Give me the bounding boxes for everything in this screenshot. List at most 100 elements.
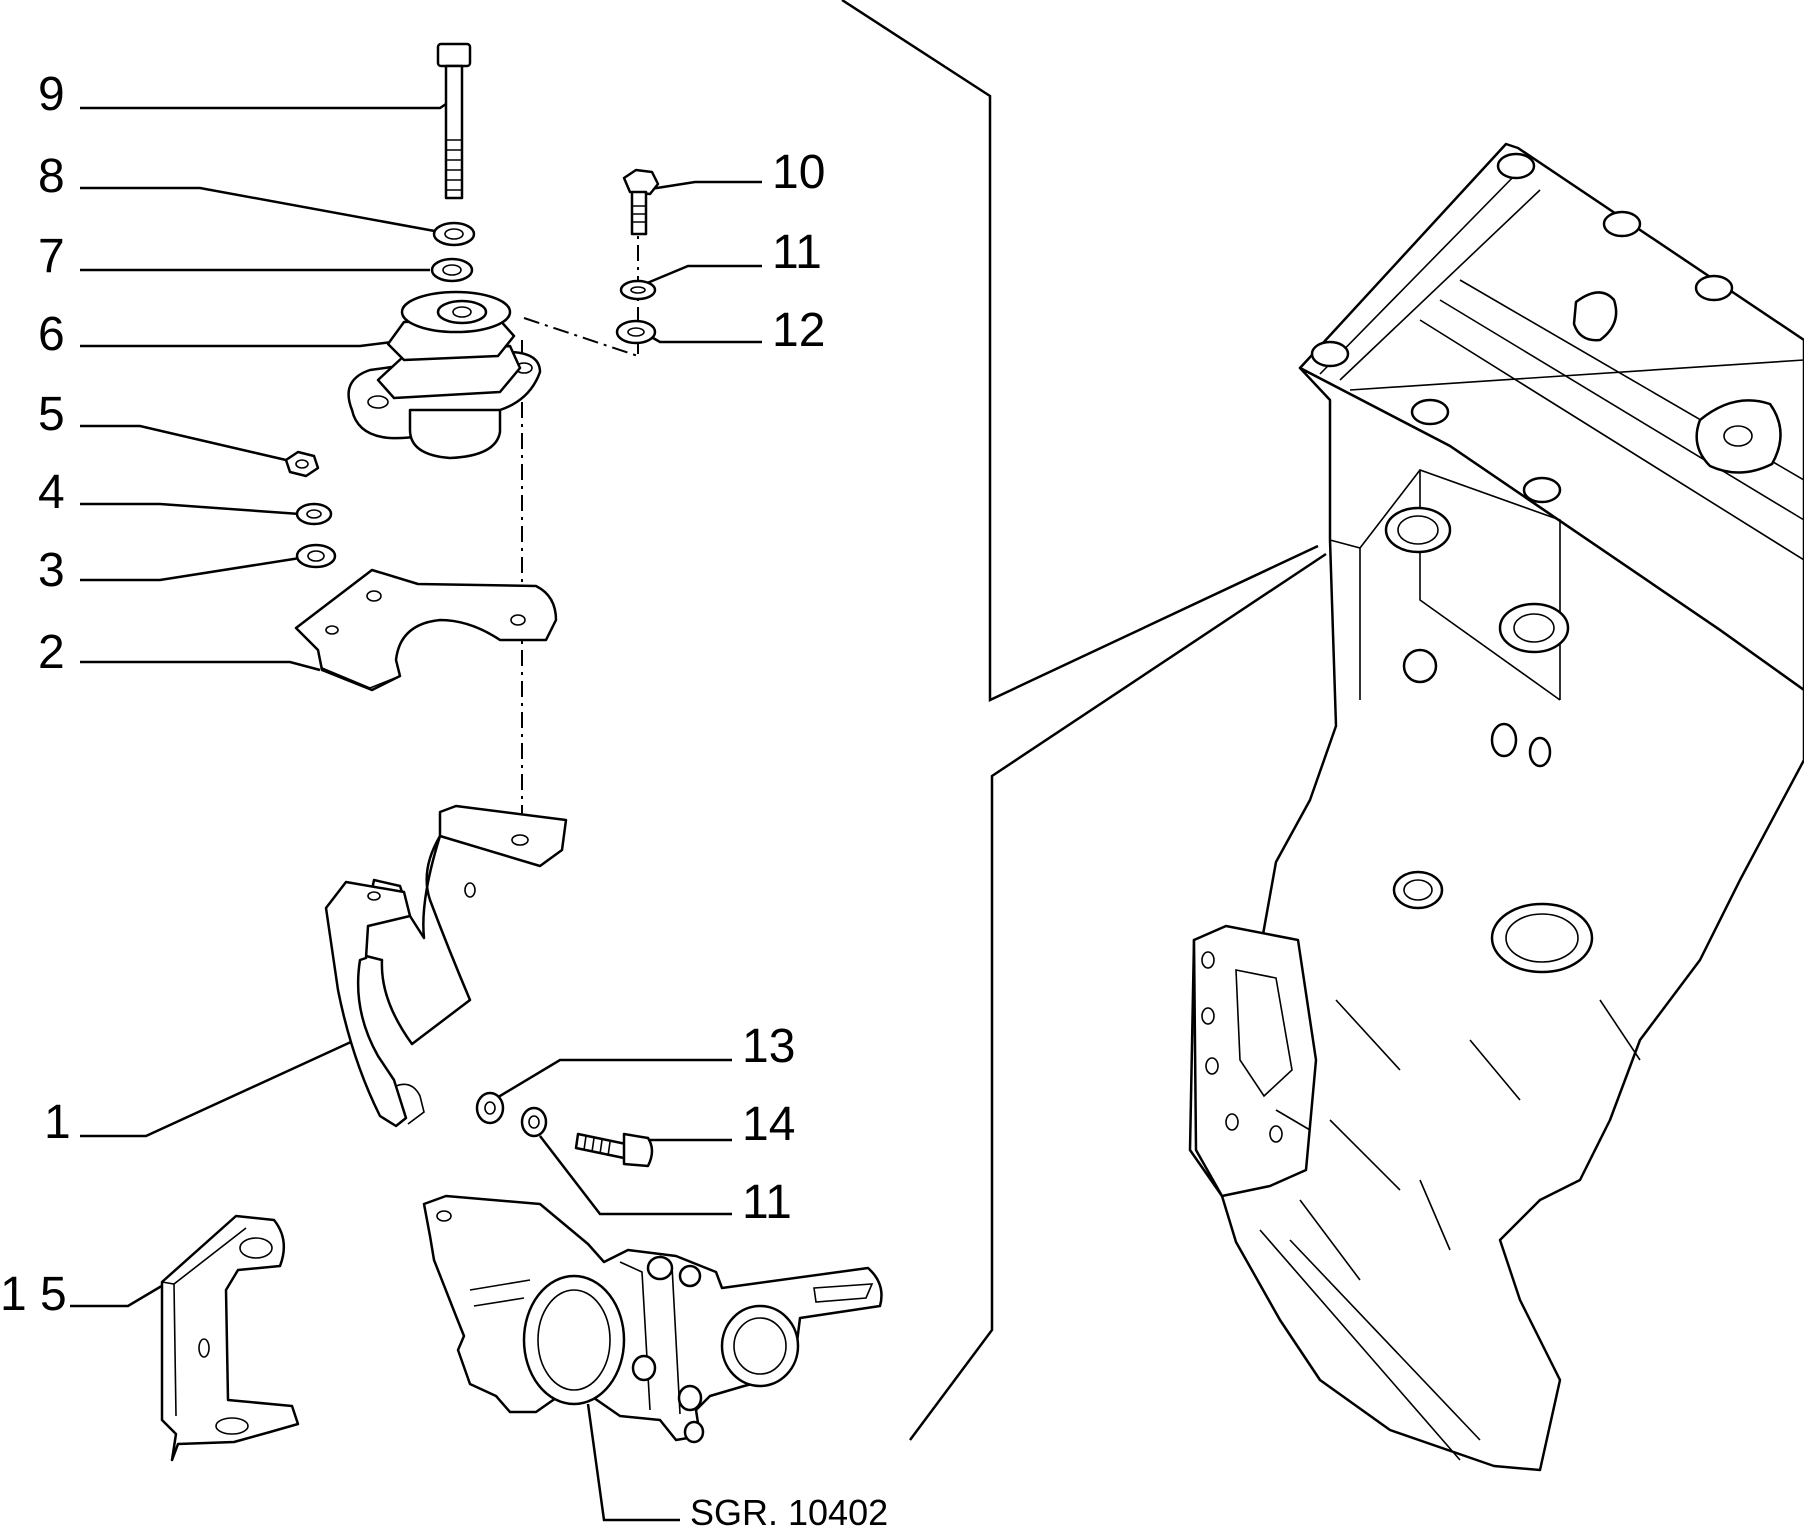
bracket-15[interactable] bbox=[160, 1214, 300, 1462]
washer-ring bbox=[295, 502, 333, 526]
callout-label: 4 bbox=[38, 466, 65, 519]
washer-ring bbox=[432, 221, 476, 247]
washer-ring bbox=[295, 543, 337, 569]
bracket-edge bbox=[161, 1227, 247, 1417]
cap-center bbox=[1723, 425, 1753, 447]
washer-7[interactable] bbox=[430, 257, 474, 283]
callout-2[interactable]: 2 bbox=[38, 626, 321, 679]
bolt-14[interactable] bbox=[574, 1132, 654, 1168]
housing-hole bbox=[436, 1210, 452, 1222]
housing-boss bbox=[677, 1384, 703, 1412]
engine-mount-6[interactable] bbox=[347, 290, 542, 460]
callout-9[interactable]: 9 bbox=[38, 68, 453, 121]
callout-3[interactable]: 3 bbox=[38, 544, 301, 597]
bolt-shank bbox=[630, 190, 648, 236]
bracket-hole bbox=[198, 1338, 210, 1358]
callout-1[interactable]: 1 bbox=[44, 1034, 365, 1149]
nut-hole bbox=[295, 459, 309, 469]
callout-label: 1 5 bbox=[0, 1268, 67, 1321]
bolt-shank bbox=[444, 64, 464, 200]
housing-slot bbox=[813, 1283, 874, 1303]
washer-8[interactable] bbox=[432, 221, 476, 247]
callout-11-bottom[interactable]: 11 bbox=[539, 1135, 792, 1229]
mount-base-hole bbox=[367, 395, 389, 409]
callout-15[interactable]: 1 5 bbox=[0, 1268, 166, 1321]
washer-13[interactable] bbox=[475, 1091, 505, 1125]
callout-label: 10 bbox=[772, 146, 825, 199]
callout-12[interactable]: 12 bbox=[645, 304, 825, 357]
leader-line bbox=[80, 502, 301, 516]
callout-8[interactable]: 8 bbox=[38, 150, 441, 234]
assembly-axes bbox=[521, 214, 639, 860]
water-pump-housing[interactable] bbox=[422, 1194, 883, 1444]
frame-lower-line bbox=[908, 552, 1327, 1441]
bracket-hole bbox=[239, 1237, 273, 1259]
leader-line bbox=[70, 1282, 166, 1308]
leader-line bbox=[80, 340, 393, 348]
bracket-hole bbox=[367, 891, 381, 901]
plate-outline bbox=[294, 568, 558, 692]
housing-bore bbox=[537, 1289, 611, 1391]
axis-line bbox=[523, 317, 639, 357]
bracket-body bbox=[160, 1214, 300, 1462]
head-boss bbox=[1572, 291, 1618, 342]
callout-5[interactable]: 5 bbox=[38, 388, 287, 462]
spacer-plate-2[interactable] bbox=[294, 568, 558, 692]
reference-code-callout: SGR. 10402 bbox=[586, 1403, 888, 1527]
plate-hole bbox=[325, 625, 339, 635]
oil-filler-cap bbox=[1695, 399, 1782, 474]
callout-label: 5 bbox=[38, 388, 65, 441]
washer-hole bbox=[444, 228, 464, 240]
washer-ring bbox=[520, 1106, 548, 1138]
washer-3[interactable] bbox=[295, 543, 337, 569]
bolt-10[interactable] bbox=[622, 168, 660, 236]
callout-label: 8 bbox=[38, 150, 65, 203]
callout-11-top[interactable]: 11 bbox=[639, 226, 822, 288]
callout-4[interactable]: 4 bbox=[38, 466, 301, 519]
callout-label: 12 bbox=[772, 304, 825, 357]
side-flange-recess bbox=[1235, 969, 1293, 1098]
mount-bore bbox=[452, 306, 472, 318]
washer-hole bbox=[484, 1101, 496, 1115]
leader-line bbox=[489, 1058, 732, 1104]
washer-hole bbox=[306, 509, 322, 519]
housing-boss bbox=[678, 1264, 702, 1288]
leader-line bbox=[80, 1034, 365, 1138]
block-port bbox=[1384, 506, 1452, 554]
leader-line bbox=[80, 98, 453, 110]
nut-hole bbox=[627, 327, 645, 337]
bracket-foot bbox=[395, 1083, 425, 1125]
block-ribs bbox=[1275, 999, 1641, 1281]
nut-12[interactable] bbox=[615, 319, 657, 345]
leader-line bbox=[539, 1135, 732, 1216]
housing-boss bbox=[631, 1354, 657, 1382]
block-large-port-bore bbox=[1505, 913, 1579, 963]
callout-7[interactable]: 7 bbox=[38, 230, 430, 283]
block-port-thread bbox=[1403, 879, 1433, 901]
washer-hole bbox=[630, 286, 646, 294]
callout-10[interactable]: 10 bbox=[643, 146, 825, 199]
washer-hole bbox=[307, 550, 325, 562]
washer-11-upper[interactable] bbox=[619, 279, 657, 301]
callout-6[interactable]: 6 bbox=[38, 308, 393, 361]
callout-label: 13 bbox=[742, 1020, 795, 1073]
leader-line bbox=[80, 186, 441, 234]
callout-label: 7 bbox=[38, 230, 65, 283]
block-port-thread bbox=[1397, 515, 1439, 545]
block-boss bbox=[1490, 722, 1518, 758]
block-port-thread bbox=[1513, 613, 1555, 643]
block-lower-lines bbox=[1259, 1229, 1481, 1461]
washer-11-lower[interactable] bbox=[520, 1106, 548, 1138]
housing-boss bbox=[683, 1420, 705, 1444]
bolt-head bbox=[436, 42, 472, 68]
callout-14[interactable]: 14 bbox=[648, 1098, 795, 1151]
nut-5[interactable] bbox=[284, 450, 320, 478]
bracket-arm bbox=[364, 834, 472, 1046]
block-port bbox=[1498, 602, 1570, 654]
mounting-bracket-1[interactable] bbox=[324, 804, 568, 1128]
callout-13[interactable]: 13 bbox=[489, 1020, 795, 1104]
bolt-9[interactable] bbox=[436, 42, 472, 200]
bracket-hole bbox=[511, 834, 529, 846]
washer-4[interactable] bbox=[295, 502, 333, 526]
reference-code: SGR. 10402 bbox=[690, 1492, 888, 1527]
